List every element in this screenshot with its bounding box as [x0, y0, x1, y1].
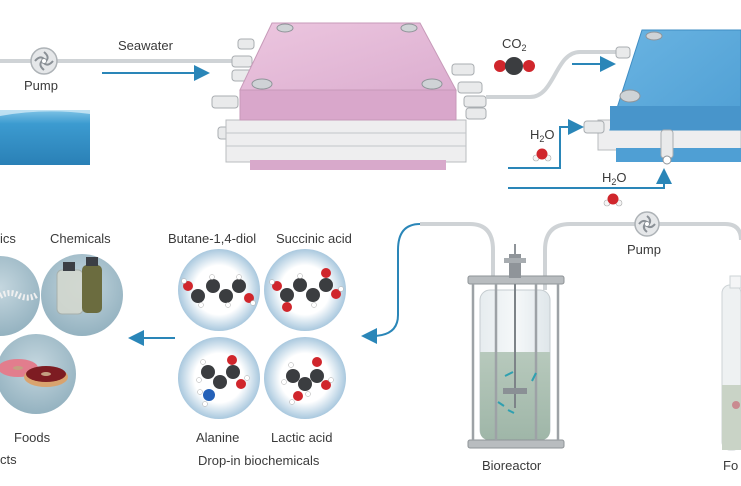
seawater-label: Seawater — [118, 38, 173, 53]
product-flow-line — [361, 223, 421, 344]
alanine-molecule — [178, 337, 260, 419]
chemicals-photo — [41, 254, 123, 336]
h2o-label-subscript: 2 — [539, 134, 545, 144]
feed-label: Fo — [723, 458, 739, 473]
products-group-label: cts — [0, 452, 17, 467]
h2o-label-subscript: 2 — [611, 177, 617, 187]
succinic-acid-label: Succinic acid — [276, 231, 352, 246]
bioreactor-inlet-pipe — [543, 222, 741, 290]
co2-molecule-icon — [494, 57, 535, 75]
h2o-label-1: H2O — [530, 127, 555, 144]
co2-pipe — [486, 50, 618, 99]
h2o-label-post: O — [544, 127, 555, 142]
h2o-label-2: H2O — [602, 170, 627, 187]
foods-photo — [0, 334, 76, 414]
pump-label: Pump — [24, 78, 58, 93]
co2-label: CO2 — [502, 36, 527, 53]
chemicals-label: Chemicals — [50, 231, 111, 246]
bioplastics-photo — [0, 256, 40, 336]
h2o-molecule-icon — [532, 148, 552, 162]
lactic-acid-label: Lactic acid — [271, 430, 333, 445]
butanediol-label: Butane-1,4-diol — [168, 231, 257, 246]
bioplastics-label: ics — [0, 231, 16, 246]
foods-label: Foods — [14, 430, 51, 445]
pump-icon — [30, 47, 58, 75]
h2o-label-pre: H — [602, 170, 612, 185]
seawater-pool — [0, 110, 90, 165]
h2o-flow-arrow-2 — [508, 168, 672, 189]
bioreactor-outlet-pipe — [420, 222, 495, 280]
lactic-acid-molecule — [264, 337, 346, 419]
h2o-flow-arrow-1 — [508, 119, 584, 169]
pump-icon — [634, 211, 660, 237]
butanediol-molecule — [178, 249, 260, 331]
alanine-label: Alanine — [196, 430, 240, 445]
pump-label-2: Pump — [627, 242, 661, 257]
h2o-label-pre: H — [530, 127, 540, 142]
co2-electrolyser — [583, 29, 741, 165]
co2-label-subscript: 2 — [521, 43, 527, 53]
h2o-label-post: O — [616, 170, 627, 185]
h2o-molecule-icon — [603, 193, 623, 207]
electrodialysis-cell — [211, 22, 487, 170]
succinic-acid-molecule — [264, 249, 346, 331]
bioreactor-vessel — [467, 244, 565, 449]
biochemicals-group-label: Drop-in biochemicals — [198, 453, 320, 468]
bioreactor-label: Bioreactor — [482, 458, 542, 473]
co2-label-main: CO — [502, 36, 522, 51]
feed-bottle — [721, 275, 741, 451]
